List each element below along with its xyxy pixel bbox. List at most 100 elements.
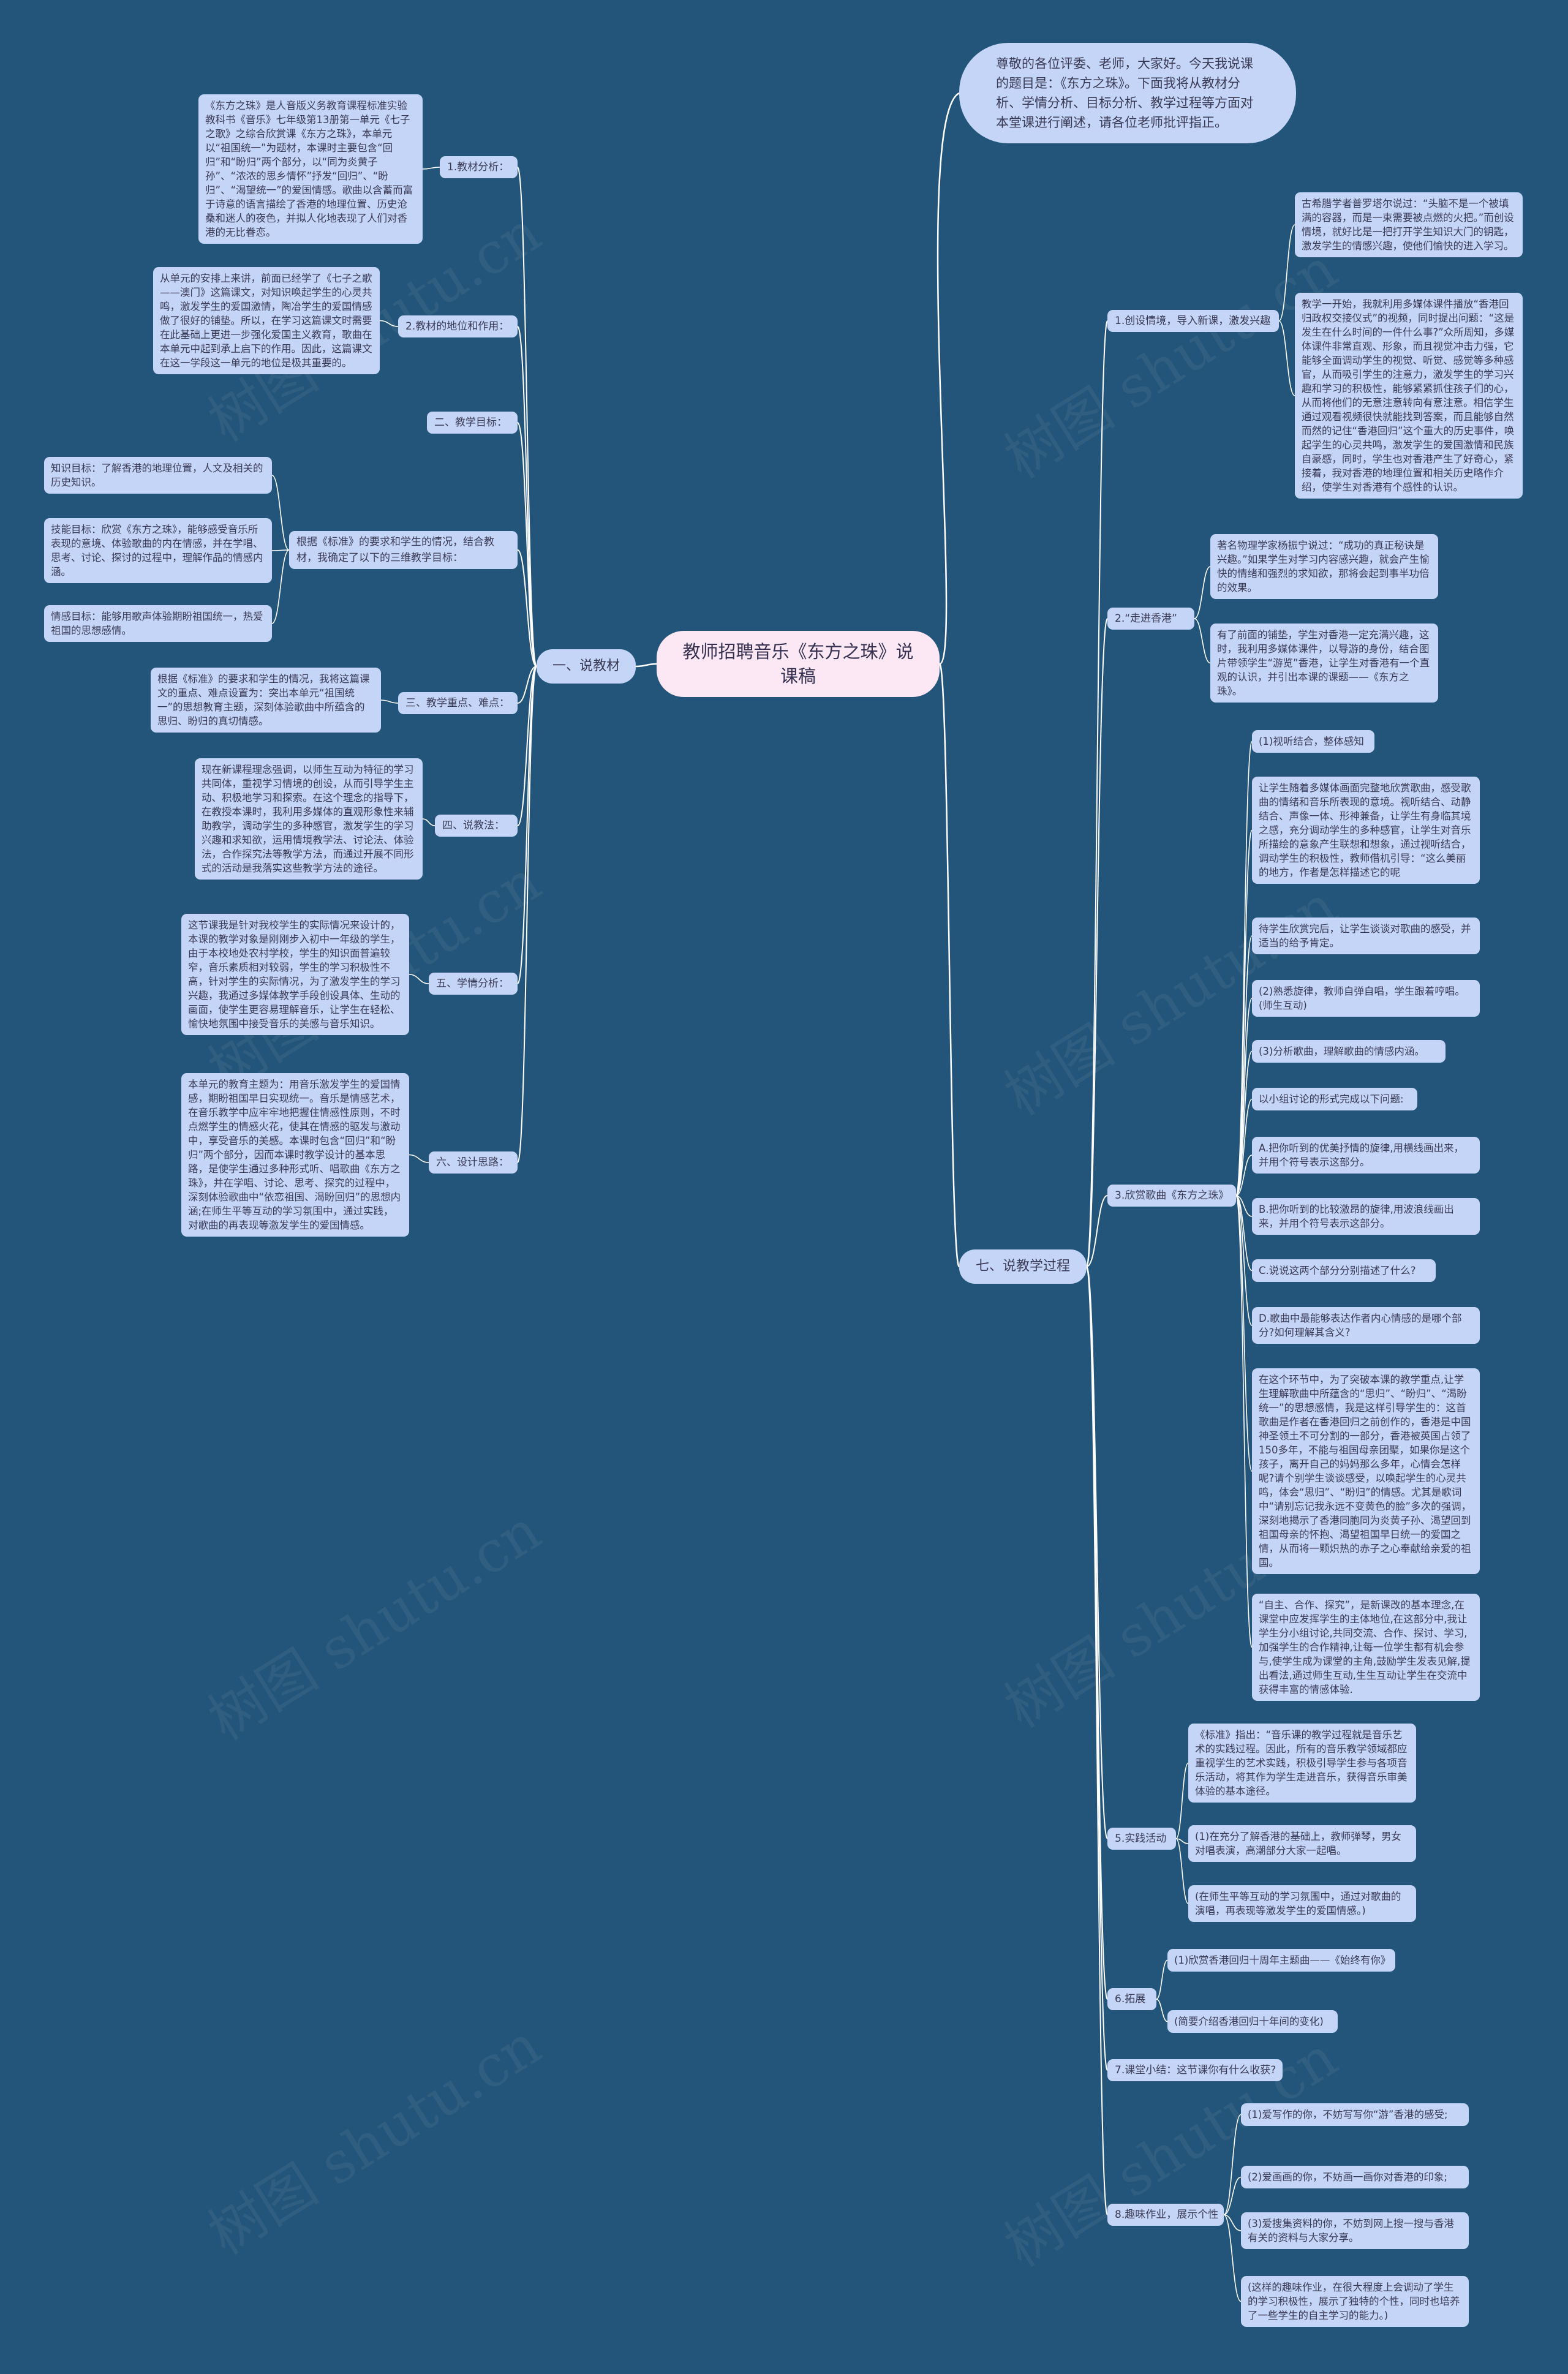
- connector-line: [379, 320, 399, 327]
- leaf-teaching-focus: 在这个环节中，为了突破本课的教学重点,让学生理解歌曲中所蕴含的“思归”、“盼归”…: [1252, 1368, 1480, 1574]
- connector-line: [1156, 1999, 1168, 2022]
- branch-create-situation[interactable]: 1.创设情境，导入新课，激发兴趣: [1107, 310, 1279, 332]
- connector-line: [1086, 1266, 1108, 2071]
- watermark: 树图 shutu.cn: [197, 2011, 552, 2267]
- connector-line: [1175, 1838, 1189, 1904]
- connector-line: [1086, 320, 1108, 1267]
- connector-line: [517, 422, 537, 667]
- branch-teaching-objectives[interactable]: 二、教学目标：: [427, 412, 518, 434]
- connector-line: [1278, 320, 1295, 396]
- leaf-group-discussion: 以小组讨论的形式完成以下问题:: [1252, 1088, 1417, 1110]
- connector-line: [517, 666, 537, 826]
- leaf-decade-changes: (简要介绍香港回归十年间的变化): [1167, 2010, 1338, 2033]
- connector-line: [635, 663, 657, 668]
- connector-line: [1194, 618, 1211, 664]
- leaf-textbook-analysis: 《东方之珠》是人音版义务教育课程标准实验教科书《音乐》七年级第13册第一单元《七…: [198, 94, 423, 244]
- connector-line: [1235, 1050, 1253, 1196]
- connector-line: [1223, 2176, 1242, 2215]
- connector-line: [1235, 1195, 1253, 1648]
- connector-line: [1223, 2114, 1242, 2215]
- leaf-standard-practice: 《标准》指出：“音乐课的教学过程就是音乐艺术的实践过程。因此，所有的音乐教学领域…: [1188, 1724, 1416, 1803]
- leaf-homework-research: (3)爱搜集资料的你，不妨到网上搜一搜与香港有关的资料与大家分享。: [1241, 2212, 1469, 2249]
- leaf-learner-analysis: 这节课我是针对我校学生的实际情况来设计的，本课的教学对象是刚刚步入初中一年级的学…: [181, 914, 409, 1035]
- branch-practice-activity[interactable]: 5.实践活动: [1107, 1828, 1176, 1850]
- branch-fun-homework[interactable]: 8.趣味作业，展示个性: [1107, 2204, 1224, 2226]
- connector-line: [517, 549, 537, 667]
- connector-line: [517, 666, 537, 984]
- connector-line: [1235, 829, 1253, 1196]
- connector-line: [1175, 1838, 1189, 1844]
- leaf-tour-hongkong: 有了前面的铺垫，学生对香港一定充满兴趣，这时，我利用多媒体课件，以导游的身份，结…: [1210, 624, 1438, 703]
- leaf-teaching-methods: 现在新课程理念强调，以师生互动为特征的学习共同体，重视学习情境的创设，从而引导学…: [195, 758, 423, 880]
- branch-class-summary[interactable]: 7.课堂小结：这节课你有什么收获?: [1107, 2059, 1283, 2081]
- connector-line: [271, 549, 290, 624]
- leaf-question-c: C.说说这两个部分分别描述了什么?: [1252, 1259, 1436, 1282]
- branch-textbook-position[interactable]: 2.教材的地位和作用：: [398, 315, 518, 337]
- branch-design-ideas[interactable]: 六、设计思路：: [429, 1151, 518, 1174]
- connector-line: [517, 666, 537, 704]
- connector-line: [1194, 566, 1211, 619]
- connector-line: [1235, 935, 1253, 1196]
- root-topic[interactable]: 教师招聘音乐《东方之珠》说课稿: [657, 631, 940, 697]
- connector-line: [380, 699, 399, 704]
- leaf-inquiry-learning: “自主、合作、探究”，是新课改的基本理念,在课堂中应发挥学生的主体地位,在这部分…: [1252, 1594, 1480, 1701]
- leaf-homework-writing: (1)爱写作的你，不妨写写你“游”香港的感受;: [1241, 2103, 1469, 2126]
- connector-line: [1235, 1195, 1253, 1217]
- connector-line: [1278, 224, 1295, 322]
- connector-line: [1235, 1098, 1253, 1196]
- main-topic-textbook[interactable]: 一、说教材: [537, 649, 636, 684]
- connector-line: [1175, 1762, 1189, 1839]
- connector-line: [937, 92, 960, 665]
- connector-line: [517, 167, 537, 667]
- connector-line: [1235, 1195, 1253, 1472]
- leaf-multimedia-appreciation: 让学生随着多媒体画面完整地欣赏歌曲，感受歌曲的情绪和音乐所表现的意境。视听结合、…: [1252, 777, 1480, 884]
- connector-line: [517, 666, 537, 1163]
- connector-line: [422, 818, 435, 826]
- connector-line: [517, 326, 537, 667]
- connector-line: [409, 1154, 429, 1163]
- leaf-question-a: A.把你听到的优美抒情的旋律,用横线画出来，并用个符号表示这部分。: [1252, 1137, 1480, 1174]
- leaf-homework-drawing: (2)爱画画的你，不妨画一画你对香港的印象;: [1241, 2166, 1469, 2188]
- branch-enter-hongkong[interactable]: 2.“走进香港”: [1107, 608, 1194, 630]
- connector-line: [938, 663, 960, 1268]
- connector-line: [1235, 1155, 1253, 1196]
- leaf-question-d: D.歌曲中最能够表达作者内心情感的是哪个部分?如何理解其含义?: [1252, 1307, 1480, 1344]
- leaf-quote-yang: 著名物理学家杨振宁说过：“成功的真正秘诀是兴趣。”如果学生对学习内容感兴趣，就会…: [1210, 534, 1438, 599]
- connector-line: [1086, 1266, 1108, 2215]
- branch-textbook-analysis[interactable]: 1.教材分析：: [440, 156, 518, 178]
- connector-line: [1156, 1959, 1168, 2000]
- branch-three-dim-objectives[interactable]: 根据《标准》的要求和学生的情况，结合教材，我确定了以下的三维教学目标：: [289, 531, 518, 569]
- branch-key-points[interactable]: 三、教学重点、难点：: [398, 692, 518, 714]
- connector-line: [1086, 1195, 1108, 1267]
- connector-line: [1235, 1195, 1253, 1272]
- connector-line: [1235, 998, 1253, 1196]
- leaf-video-intro: 教学一开始，我就利用多媒体课件播放“香港回归政权交接仪式”的视频，同时提出问题：…: [1295, 293, 1523, 499]
- branch-learner-analysis[interactable]: 五、学情分析：: [429, 973, 518, 995]
- leaf-learn-melody: (2)熟悉旋律，教师自弹自唱，学生跟着哼唱。(师生互动): [1252, 980, 1480, 1017]
- leaf-emotion-objective: 情感目标：能够用歌声体验期盼祖国统一，热爱祖国的思想感情。: [44, 605, 272, 642]
- connector-line: [271, 475, 290, 551]
- branch-extension[interactable]: 6.拓展: [1107, 1988, 1156, 2010]
- leaf-duet-performance: (1)在充分了解香港的基础上，教师弹琴，男女对唱表演，高潮部分大家一起唱。: [1188, 1825, 1416, 1862]
- connector-line: [271, 549, 290, 551]
- leaf-key-points: 根据《标准》的要求和学生的情况，我将这篇课文的重点、难点设置为：突出本单元“祖国…: [151, 668, 381, 733]
- leaf-design-ideas: 本单元的教育主题为：用音乐激发学生的爱国情感，期盼祖国早日实现统一。音乐是情感艺…: [181, 1073, 409, 1237]
- leaf-skill-objective: 技能目标：欣赏《东方之珠》，能够感受音乐所表现的意境、体验歌曲的内在情感，并在学…: [44, 518, 272, 583]
- leaf-listen-whole: (1)视听结合，整体感知: [1252, 730, 1374, 753]
- connector-line: [1086, 1266, 1108, 1839]
- connector-line: [1086, 1266, 1108, 2000]
- connector-line: [1223, 2214, 1242, 2302]
- leaf-question-b: B.把你听到的比较激昂的旋律,用波浪线画出来，并用个符号表示这部分。: [1252, 1198, 1480, 1235]
- branch-teaching-methods[interactable]: 四、说教法：: [435, 815, 518, 837]
- leaf-interactive-singing: (在师生平等互动的学习氛围中，通过对歌曲的演唱，再表现等激发学生的爱国情感。): [1188, 1885, 1416, 1922]
- leaf-knowledge-objective: 知识目标：了解香港的地理位置，人文及相关的历史知识。: [44, 457, 272, 494]
- leaf-textbook-position: 从单元的安排上来讲，前面已经学了《七子之歌——澳门》这篇课文，对知识唤起学生的心…: [153, 267, 380, 374]
- watermark: 树图 shutu.cn: [197, 1497, 552, 1753]
- connector-line: [409, 974, 429, 984]
- leaf-share-feelings: 待学生欣赏完后，让学生谈谈对歌曲的感受，并适当的给予肯定。: [1252, 918, 1480, 954]
- branch-appreciate-song[interactable]: 3.欣赏歌曲《东方之珠》: [1107, 1185, 1236, 1207]
- connector-line: [1223, 2214, 1242, 2231]
- main-topic-teaching-process[interactable]: 七、说教学过程: [959, 1249, 1087, 1284]
- intro-bubble[interactable]: 尊敬的各位评委、老师，大家好。今天我说课的题目是：《东方之珠》。下面我将从教材分…: [959, 43, 1296, 143]
